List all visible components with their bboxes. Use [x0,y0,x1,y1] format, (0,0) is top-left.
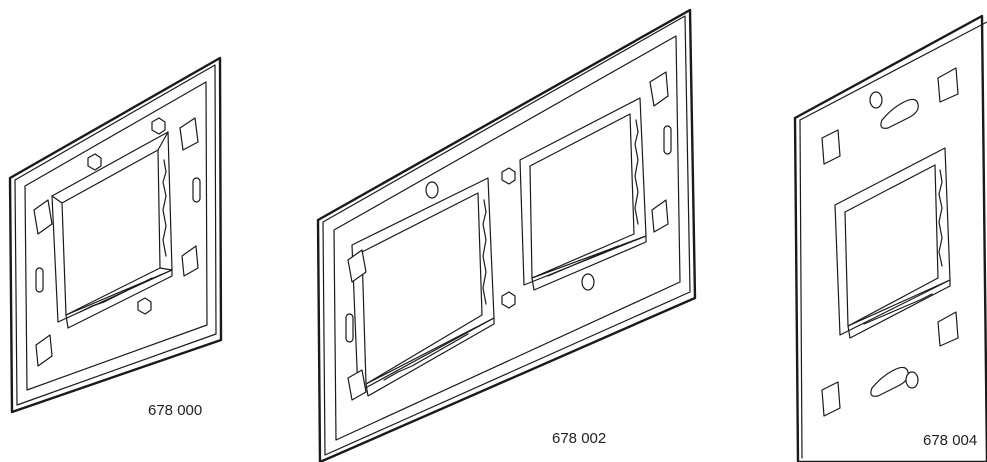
plate-label-678-004: 678 004 [923,432,978,449]
plate-label-678-000: 678 000 [148,402,203,419]
frame-plate-678-000 [8,56,223,414]
frame-plate-678-002 [316,8,697,462]
frame-plate-678-004 [793,14,987,462]
plate-label-678-002: 678 002 [552,430,607,447]
